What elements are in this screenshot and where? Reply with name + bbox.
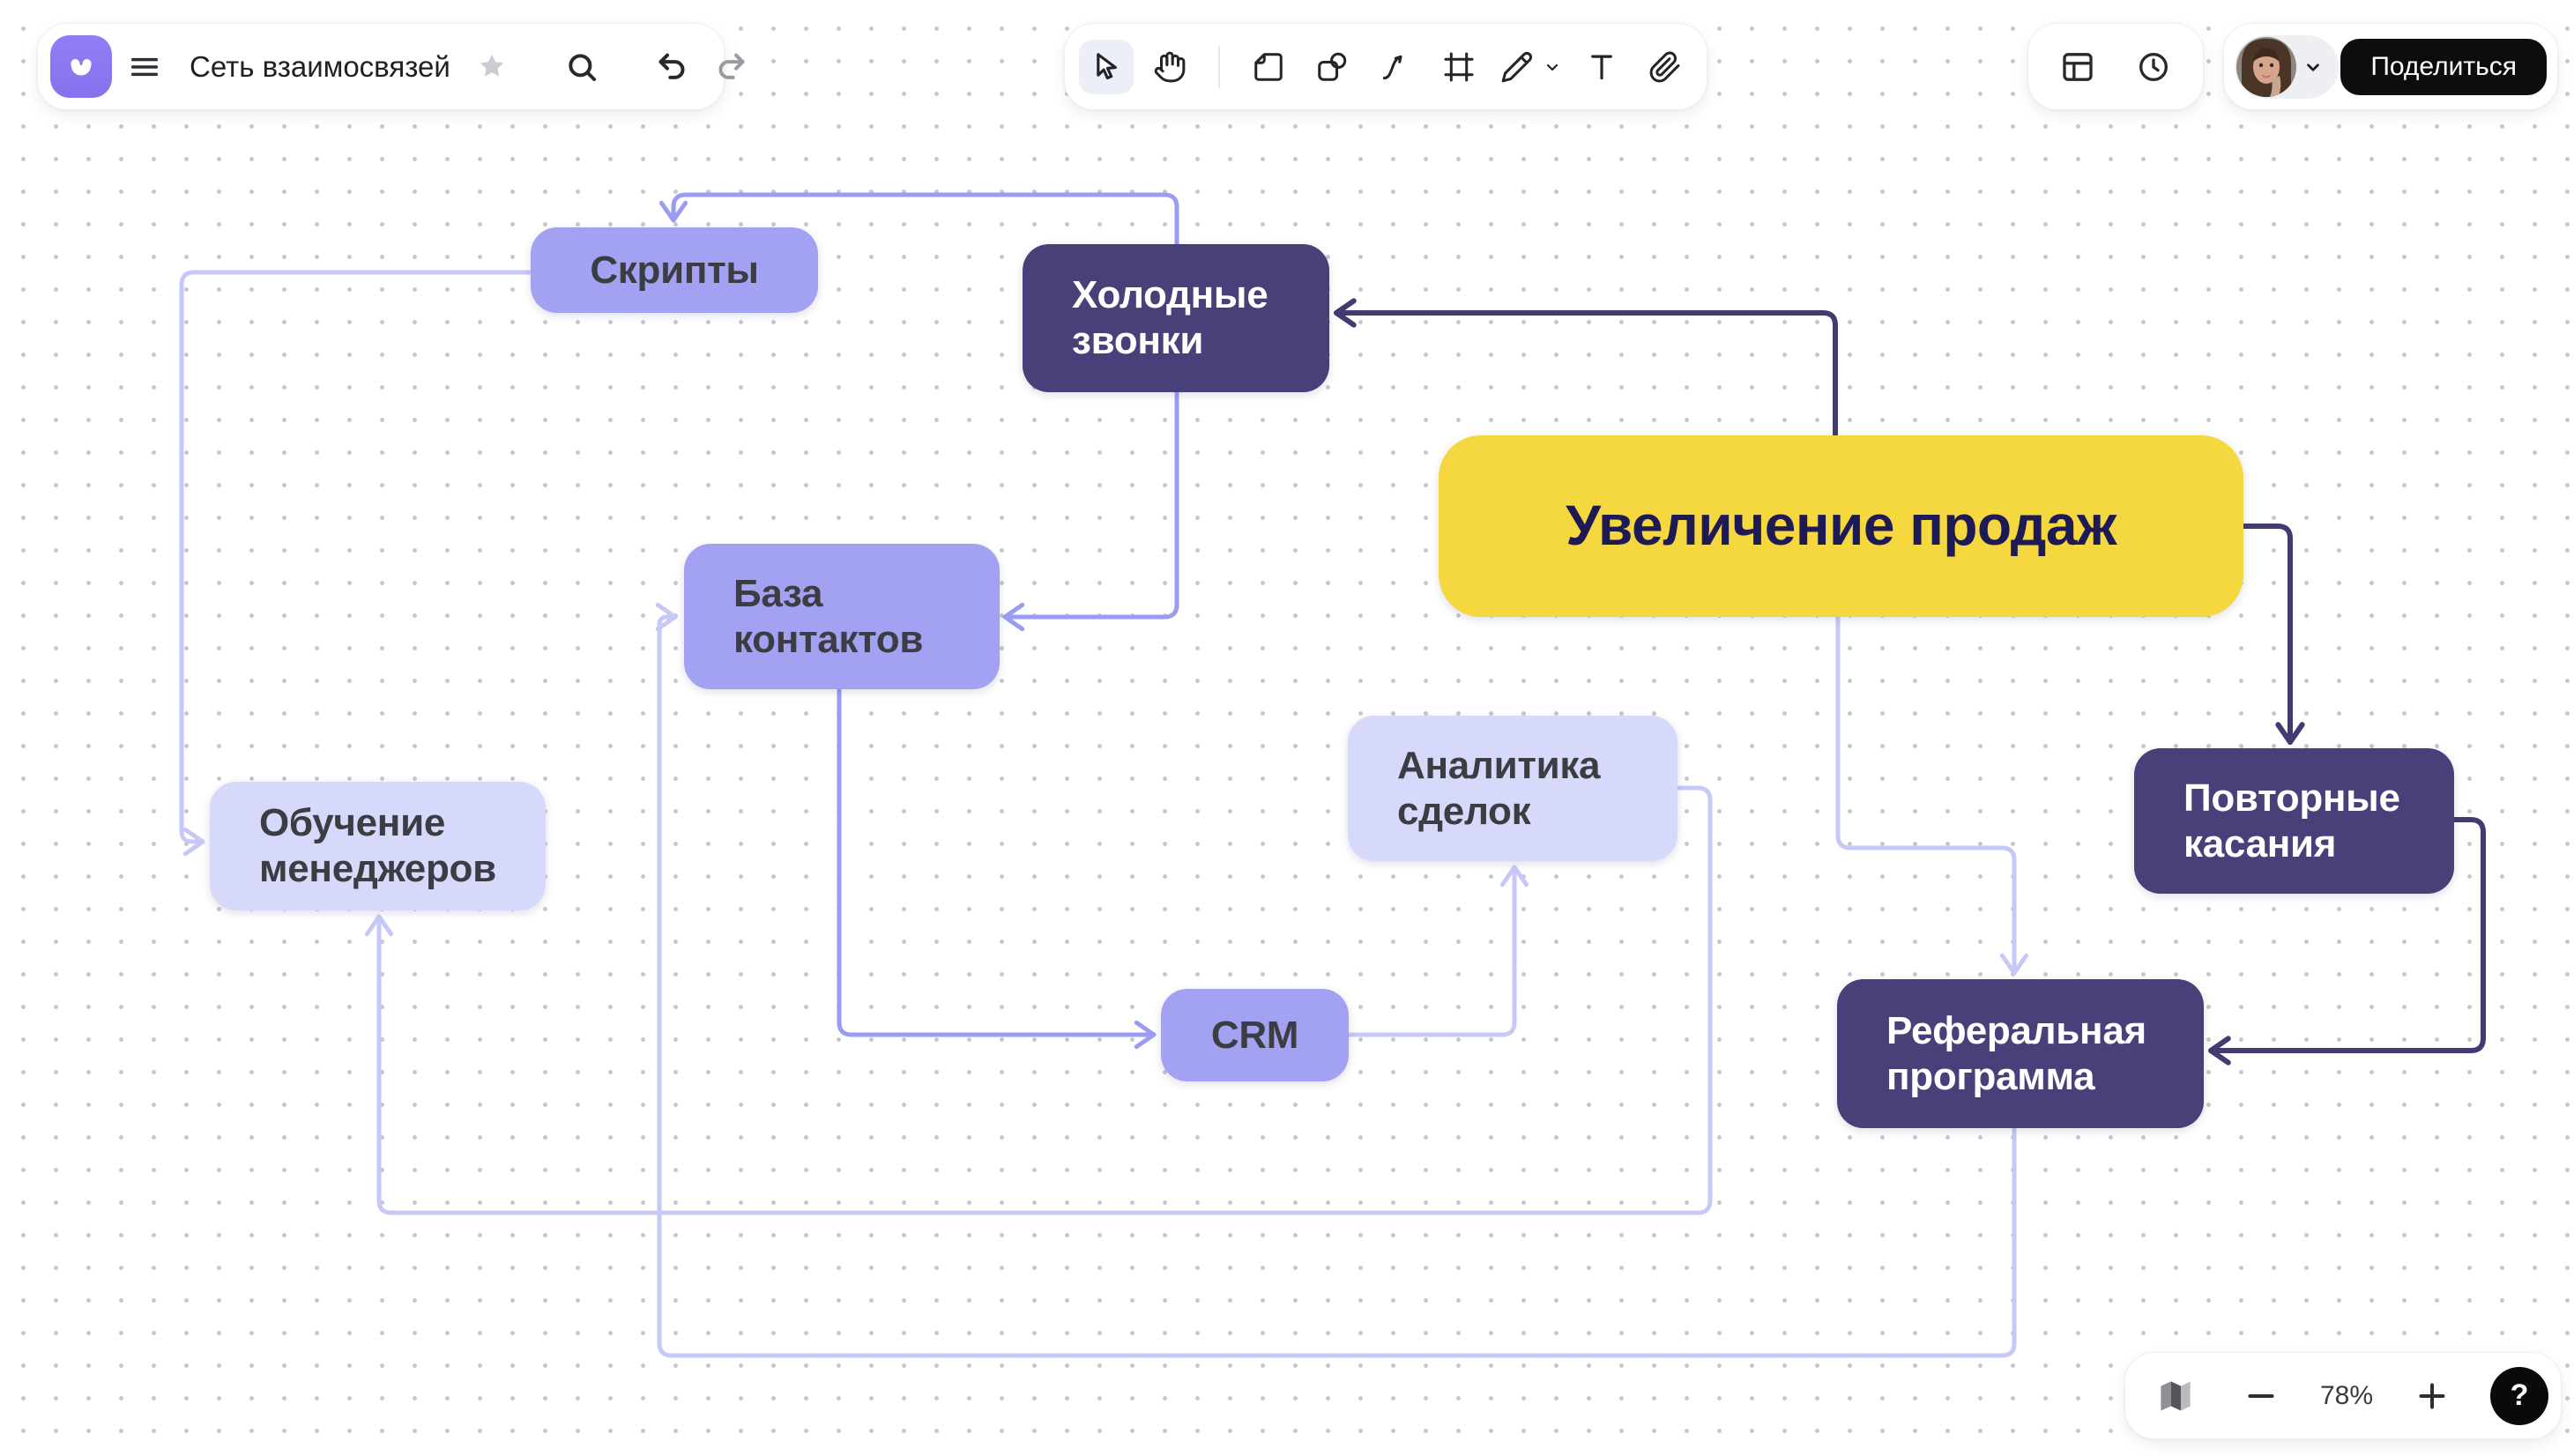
hamburger-menu-icon[interactable]	[117, 40, 172, 94]
node-sales-increase-label: Увеличение продаж	[1566, 494, 2116, 558]
node-crm-label: CRM	[1210, 1013, 1299, 1057]
edge-cold-calls-to-contact-base[interactable]	[1002, 390, 1179, 632]
tools-toolbar	[1064, 23, 1707, 110]
sticky-note-tool[interactable]	[1241, 40, 1296, 94]
pan-hand-tool[interactable]	[1142, 40, 1197, 94]
node-manager-training-label: Обучение менеджеров	[259, 801, 496, 890]
history-clock-icon[interactable]	[2126, 40, 2181, 94]
pen-dropdown-chevron-icon[interactable]	[1539, 40, 1566, 94]
node-cold-calls[interactable]: Холодные звонки	[1023, 244, 1329, 392]
share-button[interactable]: Поделиться	[2340, 38, 2547, 95]
text-tool[interactable]	[1574, 40, 1629, 94]
edge-sales-increase-to-cold-calls[interactable]	[1334, 298, 1838, 438]
avatar-image	[2236, 36, 2296, 97]
account-menu[interactable]	[2235, 34, 2339, 99]
search-icon[interactable]	[554, 40, 609, 94]
edge-sales-increase-to-referral-program[interactable]	[1835, 614, 2029, 976]
board-title[interactable]: Сеть взаимосвязей	[190, 49, 450, 83]
node-referral-program[interactable]: Реферальная программа	[1837, 979, 2204, 1128]
board-actions-toolbar	[2027, 23, 2204, 110]
edge-cold-calls-to-skripty[interactable]	[658, 192, 1179, 247]
attachment-tool[interactable]	[1638, 40, 1692, 94]
shapes-tool[interactable]	[1305, 40, 1359, 94]
node-manager-training[interactable]: Обучение менеджеров	[210, 782, 546, 910]
node-skripty[interactable]: Скрипты	[531, 227, 818, 313]
node-repeat-touches-label: Повторные касания	[2183, 776, 2400, 865]
edge-deal-analytics-to-manager-training[interactable]	[364, 785, 1713, 1215]
avatar-dropdown-chevron-icon	[2307, 63, 2319, 71]
select-cursor-tool[interactable]	[1079, 39, 1134, 94]
node-deal-analytics[interactable]: Аналитика сделок	[1348, 716, 1678, 861]
edge-referral-program-to-contact-base[interactable]	[655, 602, 2017, 1358]
edge-repeat-touches-to-referral-program[interactable]	[2208, 817, 2486, 1066]
node-crm[interactable]: CRM	[1161, 989, 1349, 1081]
connector-tool[interactable]	[1368, 40, 1423, 94]
node-contact-base-label: База контактов	[733, 571, 924, 661]
app-logo-icon	[71, 58, 92, 75]
node-sales-increase[interactable]: Увеличение продаж	[1439, 435, 2243, 617]
avatar[interactable]	[2236, 36, 2296, 97]
zoom-toolbar: 78% ?	[2124, 1352, 2562, 1439]
node-contact-base[interactable]: База контактов	[684, 544, 1000, 689]
redo-icon[interactable]	[704, 40, 759, 94]
node-cold-calls-label: Холодные звонки	[1072, 273, 1268, 362]
edge-contact-base-to-crm[interactable]	[837, 687, 1157, 1050]
divider	[1218, 45, 1220, 88]
favorite-star-icon[interactable]	[465, 40, 519, 94]
help-button[interactable]: ?	[2489, 1366, 2548, 1425]
node-skripty-label: Скрипты	[590, 248, 759, 292]
app-logo[interactable]	[50, 35, 112, 98]
undo-icon[interactable]	[644, 40, 699, 94]
edge-skripty-to-manager-training[interactable]	[179, 270, 533, 857]
edge-sales-increase-to-repeat-touches[interactable]	[2241, 524, 2305, 745]
pen-tool[interactable]	[1495, 40, 1539, 94]
node-deal-analytics-label: Аналитика сделок	[1397, 743, 1601, 833]
header-toolbar: Сеть взаимосвязей	[37, 23, 745, 110]
account-toolbar: Поделиться	[2223, 23, 2558, 110]
node-repeat-touches[interactable]: Повторные касания	[2134, 748, 2454, 894]
zoom-in-button[interactable]	[2405, 1369, 2459, 1423]
zoom-level[interactable]: 78%	[2319, 1380, 2374, 1410]
minimap-icon[interactable]	[2148, 1369, 2203, 1423]
zoom-out-button[interactable]	[2234, 1369, 2288, 1423]
edge-crm-to-deal-analytics[interactable]	[1346, 865, 1529, 1037]
frame-tool[interactable]	[1432, 40, 1486, 94]
node-referral-program-label: Реферальная программа	[1886, 1008, 2146, 1098]
layout-panel-icon[interactable]	[2050, 40, 2105, 94]
